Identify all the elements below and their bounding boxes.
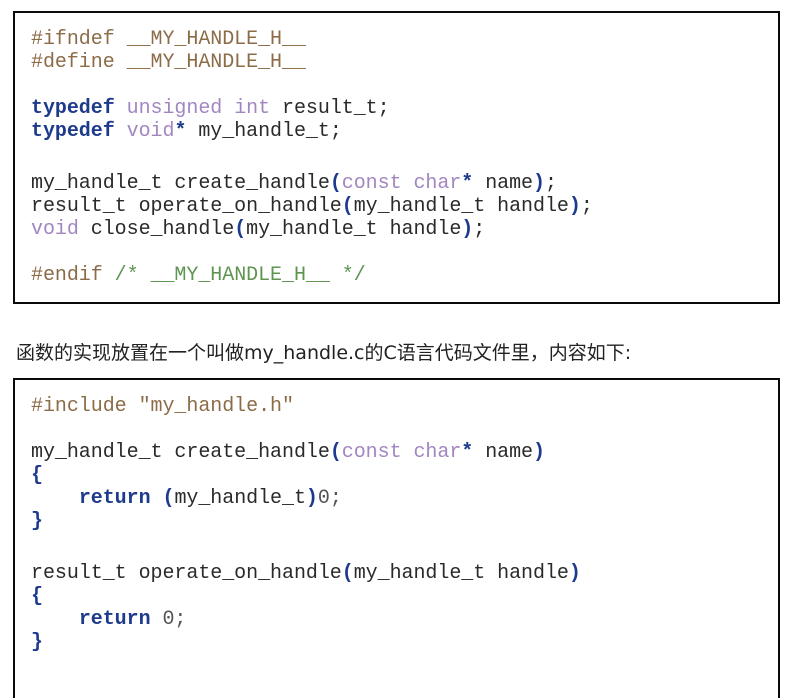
code-token: result_t operate_on_handle: [31, 195, 342, 218]
code-line: }: [31, 631, 778, 654]
code-token: (: [341, 195, 354, 218]
code-token: #endif: [31, 264, 115, 287]
code-line: my_handle_t create_handle(const char* na…: [31, 441, 778, 464]
code-token: return: [78, 487, 151, 510]
code-token: #ifndef __MY_HANDLE_H__: [31, 28, 306, 51]
code-token: 0;: [162, 608, 187, 631]
code-token: [31, 608, 79, 631]
code-line: return (my_handle_t)0;: [31, 487, 778, 510]
code-token: *: [461, 441, 474, 464]
code-token: my_handle_t create_handle: [31, 172, 330, 195]
code-token: unsigned: [126, 97, 223, 120]
code-line: [31, 533, 778, 562]
code-token: [115, 120, 127, 143]
code-token: my_handle_t handle: [353, 562, 569, 585]
code-token: ;: [580, 195, 593, 218]
code-token: {: [31, 585, 43, 608]
code-token: [115, 97, 127, 120]
code-token: *: [461, 172, 474, 195]
code-line: {: [31, 585, 778, 608]
code-line: result_t operate_on_handle(my_handle_t h…: [31, 562, 778, 585]
code-token: /* __MY_HANDLE_H__ */: [114, 264, 366, 287]
source-code-block: #include "my_handle.h" my_handle_t create…: [13, 378, 780, 698]
code-token: name: [473, 441, 534, 464]
code-token: my_handle_t handle: [353, 195, 569, 218]
code-token: typedef: [31, 120, 115, 143]
code-line: #endif /* __MY_HANDLE_H__ */: [31, 264, 778, 287]
code-token: #define __MY_HANDLE_H__: [31, 51, 306, 74]
code-token: 0;: [317, 487, 342, 510]
code-line: [31, 143, 778, 172]
code-token: my_handle_t create_handle: [31, 441, 330, 464]
code-token: (: [234, 218, 247, 241]
code-token: char: [413, 172, 462, 195]
code-token: ): [461, 218, 474, 241]
code-token: ): [305, 487, 318, 510]
code-token: }: [31, 510, 43, 533]
code-token: (: [162, 487, 175, 510]
code-token: close_handle: [78, 218, 235, 241]
header-code-block: #ifndef __MY_HANDLE_H__#define __MY_HAND…: [13, 11, 780, 304]
code-line: return 0;: [31, 608, 778, 631]
code-line: #ifndef __MY_HANDLE_H__: [31, 28, 778, 51]
code-token: (: [329, 441, 342, 464]
code-token: [151, 608, 163, 631]
code-token: ): [533, 441, 545, 464]
code-token: const: [341, 441, 402, 464]
code-line: [31, 241, 778, 264]
code-token: ;: [473, 218, 486, 241]
code-line: [31, 74, 778, 97]
code-token: [222, 97, 234, 120]
code-token: [402, 441, 414, 464]
code-token: result_t operate_on_handle: [31, 562, 342, 585]
code-token: ): [533, 172, 545, 195]
code-token: {: [31, 464, 43, 487]
code-token: const: [341, 172, 402, 195]
code-line: #include "my_handle.h": [31, 395, 778, 418]
code-line: result_t operate_on_handle(my_handle_t h…: [31, 195, 778, 218]
code-token: *: [174, 120, 187, 143]
code-token: my_handle_t handle: [246, 218, 462, 241]
code-token: char: [413, 441, 462, 464]
code-line: }: [31, 510, 778, 533]
code-line: typedef void* my_handle_t;: [31, 120, 778, 143]
code-token: int: [234, 97, 271, 120]
code-token: void: [31, 218, 79, 241]
code-line: void close_handle(my_handle_t handle);: [31, 218, 778, 241]
code-token: [31, 487, 79, 510]
code-token: (: [329, 172, 342, 195]
code-token: typedef: [31, 97, 115, 120]
code-line: {: [31, 464, 778, 487]
code-line: [31, 418, 778, 441]
code-token: result_t;: [270, 97, 390, 120]
code-token: name: [473, 172, 534, 195]
description-paragraph: 函数的实现放置在一个叫做my_handle.c的C语言代码文件里，内容如下:: [16, 342, 632, 364]
code-line: my_handle_t create_handle(const char* na…: [31, 172, 778, 195]
code-token: ): [568, 195, 581, 218]
code-token: }: [31, 631, 43, 654]
code-line: #define __MY_HANDLE_H__: [31, 51, 778, 74]
code-token: (: [341, 562, 354, 585]
code-token: my_handle_t;: [186, 120, 342, 143]
code-token: return: [78, 608, 151, 631]
code-token: void: [126, 120, 175, 143]
code-token: ): [568, 562, 581, 585]
code-line: typedef unsigned int result_t;: [31, 97, 778, 120]
code-token: #include "my_handle.h": [31, 395, 294, 418]
code-token: my_handle_t: [174, 487, 306, 510]
code-token: [402, 172, 414, 195]
code-token: ;: [544, 172, 557, 195]
code-token: [151, 487, 163, 510]
